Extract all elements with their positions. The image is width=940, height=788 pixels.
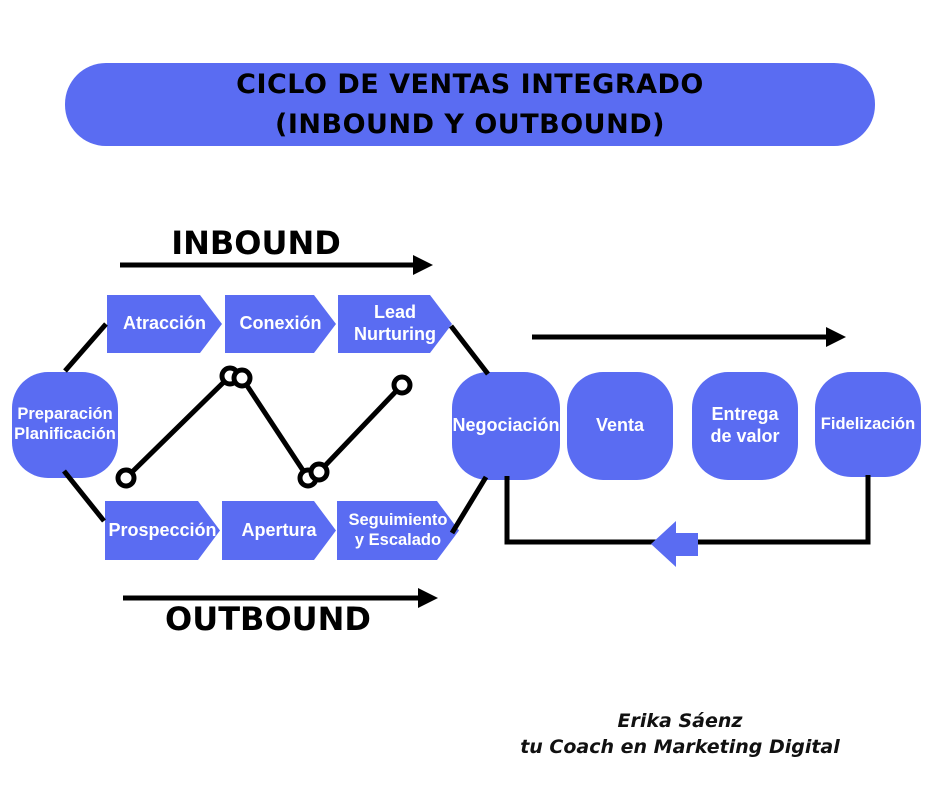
outbound-arrowhead-icon	[418, 588, 438, 608]
signature: Erika Sáenz tu Coach en Marketing Digita…	[440, 708, 920, 760]
title-line1: CICLO DE VENTAS INTEGRADO	[236, 68, 704, 100]
zigzag-node	[308, 461, 330, 483]
zigzag-node	[219, 365, 241, 387]
stage-preparacion-planificacion: Preparación Planificación	[12, 372, 118, 478]
stage-label: Entrega de valor	[710, 404, 780, 446]
zigzag-node	[231, 367, 253, 389]
zigzag-segment-3	[317, 383, 404, 474]
connector-start-to-inbound	[63, 322, 108, 373]
stage-prospeccion: Prospección	[105, 501, 220, 560]
signature-tagline: tu Coach en Marketing Digital	[520, 736, 840, 758]
stage-fidelizacion: Fidelización	[815, 372, 921, 477]
connector-outbound-to-negotiation	[449, 475, 489, 535]
stage-label: Venta	[595, 415, 645, 436]
zigzag-node	[391, 374, 413, 396]
feedback-loop-line	[504, 475, 871, 545]
stage-entrega-de-valor: Entrega de valor	[692, 372, 798, 480]
stage-lead-nurturing: Lead Nurturing	[338, 295, 452, 353]
stage-label: Prospección	[108, 519, 217, 540]
stage-label: Preparación Planificación	[14, 405, 116, 443]
stage-label: Fidelización	[820, 414, 916, 433]
stage-label: Negociación	[452, 415, 560, 436]
stage-label: Atracción	[122, 313, 207, 334]
signature-name: Erika Sáenz	[617, 710, 743, 732]
stage-label: Conexión	[239, 313, 322, 334]
stage-atraccion: Atracción	[107, 295, 222, 353]
stage-apertura: Apertura	[222, 501, 336, 560]
inbound-label: INBOUND	[171, 224, 341, 262]
zigzag-segment-2	[239, 376, 311, 480]
feedback-left-arrow-icon	[651, 521, 698, 567]
zigzag-node	[115, 467, 137, 489]
title-banner: CICLO DE VENTAS INTEGRADO (INBOUND Y OUT…	[65, 63, 875, 146]
zigzag-node	[297, 467, 319, 489]
handoff-arrowhead-icon	[826, 327, 846, 347]
stage-label: Apertura	[241, 519, 317, 540]
stage-label: Lead Nurturing	[354, 302, 436, 344]
inbound-arrowhead-icon	[413, 255, 433, 275]
title-line2: (INBOUND Y OUTBOUND)	[275, 108, 665, 140]
stage-negociacion: Negociación	[452, 372, 560, 480]
outbound-label: OUTBOUND	[165, 600, 371, 638]
stage-venta: Venta	[567, 372, 673, 480]
zigzag-segment-1	[124, 374, 232, 480]
connector-inbound-to-negotiation	[449, 324, 490, 376]
stage-seguimiento-escalado: Seguimiento y Escalado	[337, 501, 459, 560]
stage-conexion: Conexión	[225, 295, 336, 353]
stage-label: Seguimiento y Escalado	[348, 510, 448, 549]
connector-start-to-outbound	[62, 469, 106, 523]
